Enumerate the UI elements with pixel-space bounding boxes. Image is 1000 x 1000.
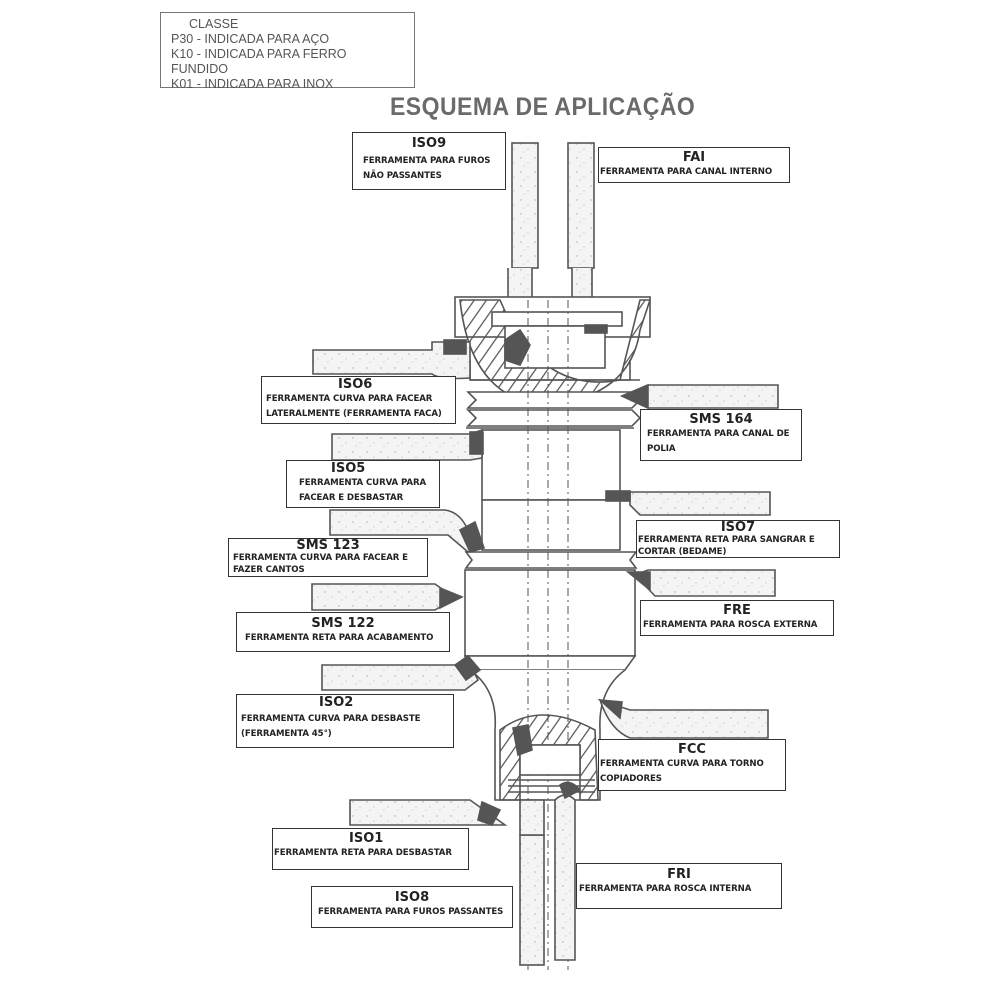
label-iso7: ISO7 FERRAMENTA RETA PARA SANGRAR E CORT… <box>636 520 840 558</box>
legend-item-p30: P30 - INDICADA PARA AÇO <box>171 32 330 46</box>
tool-sms122 <box>311 583 464 611</box>
tool-iso5 <box>331 428 484 461</box>
pulley-grooves <box>466 379 642 429</box>
tool-description: FERRAMENTA PARA CANAL DE <box>647 429 790 439</box>
label-fai: FAI FERRAMENTA PARA CANAL INTERNO <box>598 147 790 183</box>
tool-description: FERRAMENTA PARA CANAL INTERNO <box>600 167 773 177</box>
label-sms122: SMS 122 FERRAMENTA RETA PARA ACABAMENTO <box>236 612 450 652</box>
tool-code: FCC <box>678 742 706 757</box>
tool-description: FERRAMENTA CURVA PARA FACEAR E <box>233 553 408 563</box>
tool-description: NÃO PASSANTES <box>363 171 442 181</box>
tool-description: FACEAR E DESBASTAR <box>299 493 404 503</box>
tool-sms164 <box>620 383 779 410</box>
boring-bar-iso8 <box>519 799 545 966</box>
tool-code: ISO5 <box>331 461 366 476</box>
tool-description: FERRAMENTA CURVA PARA FACEAR <box>266 394 433 404</box>
tool-description: (FERRAMENTA 45°) <box>241 729 332 739</box>
tool-code: ISO9 <box>411 136 447 151</box>
tool-description: FERRAMENTA PARA FUROS <box>363 156 491 166</box>
tool-iso7 <box>605 490 771 516</box>
tool-code: ISO8 <box>394 890 430 905</box>
tool-code: ISO2 <box>319 695 354 710</box>
workpiece-upper-section <box>454 296 652 406</box>
tool-code: ISO1 <box>349 831 384 846</box>
tool-description: COPIADORES <box>600 774 662 784</box>
tool-iso2 <box>321 654 482 691</box>
class-legend: CLASSE P30 - INDICADA PARA AÇO K10 - IND… <box>160 12 415 91</box>
tool-description: FERRAMENTA PARA ROSCA EXTERNA <box>643 620 818 630</box>
tool-code: FRI <box>667 867 691 882</box>
tool-code: SMS 122 <box>311 616 375 631</box>
label-fri: FRI FERRAMENTA PARA ROSCA INTERNA <box>576 863 782 909</box>
tool-description: FERRAMENTA RETA PARA ACABAMENTO <box>245 633 434 643</box>
tool-description: FERRAMENTA PARA FUROS PASSANTES <box>318 907 504 917</box>
tool-iso1 <box>349 799 508 826</box>
tool-description: FERRAMENTA CURVA PARA TORNO <box>600 759 764 769</box>
tool-code: ISO6 <box>338 377 373 392</box>
tool-description: FERRAMENTA CURVA PARA <box>299 478 427 488</box>
label-sms164: SMS 164 FERRAMENTA PARA CANAL DE POLIA <box>640 409 802 461</box>
label-fcc: FCC FERRAMENTA CURVA PARA TORNO COPIADOR… <box>598 739 786 791</box>
label-iso9: ISO9 FERRAMENTA PARA FUROS NÃO PASSANTES <box>352 132 506 190</box>
tool-code: SMS 123 <box>296 538 360 553</box>
label-fre: FRE FERRAMENTA PARA ROSCA EXTERNA <box>640 600 834 636</box>
label-iso5: ISO5 FERRAMENTA CURVA PARA FACEAR E DESB… <box>286 460 440 508</box>
label-iso6: ISO6 FERRAMENTA CURVA PARA FACEAR LATERA… <box>261 376 456 424</box>
tool-fre <box>625 569 776 597</box>
tool-sms123 <box>329 509 486 553</box>
label-iso8: ISO8 FERRAMENTA PARA FUROS PASSANTES <box>311 886 513 928</box>
tool-code: FAI <box>682 150 706 165</box>
legend-item-k01: K01 - INDICADA PARA INOX <box>171 77 334 91</box>
legend-heading: CLASSE <box>189 17 239 31</box>
label-iso1: ISO1 FERRAMENTA RETA PARA DESBASTAR <box>272 828 469 870</box>
diagram-title: ESQUEMA DE APLICAÇÃO <box>390 93 696 121</box>
tool-code: SMS 164 <box>689 412 753 427</box>
tool-description: POLIA <box>647 444 676 454</box>
tool-code: FRE <box>723 603 751 618</box>
tool-fcc <box>597 698 769 739</box>
workpiece-lower-section <box>499 714 599 801</box>
tool-description: FAZER CANTOS <box>233 565 305 575</box>
boring-bar-fri <box>554 781 582 961</box>
label-sms123: SMS 123 FERRAMENTA CURVA PARA FACEAR E F… <box>228 538 428 577</box>
tool-description: FERRAMENTA RETA PARA DESBASTAR <box>274 848 452 858</box>
tool-description: CORTAR (BEDAME) <box>638 547 727 557</box>
tool-description: FERRAMENTA PARA ROSCA INTERNA <box>579 884 752 894</box>
tool-code: ISO7 <box>720 520 756 535</box>
tool-description: FERRAMENTA RETA PARA SANGRAR E <box>638 535 815 545</box>
tool-description: LATERALMENTE (FERRAMENTA FACA) <box>266 409 442 419</box>
tool-description: FERRAMENTA CURVA PARA DESBASTE <box>241 714 421 724</box>
legend-item-k10: K10 - INDICADA PARA FERRO FUNDIDO <box>171 47 347 76</box>
label-iso2: ISO2 FERRAMENTA CURVA PARA DESBASTE (FER… <box>236 694 454 748</box>
tool-iso6 <box>312 339 471 380</box>
